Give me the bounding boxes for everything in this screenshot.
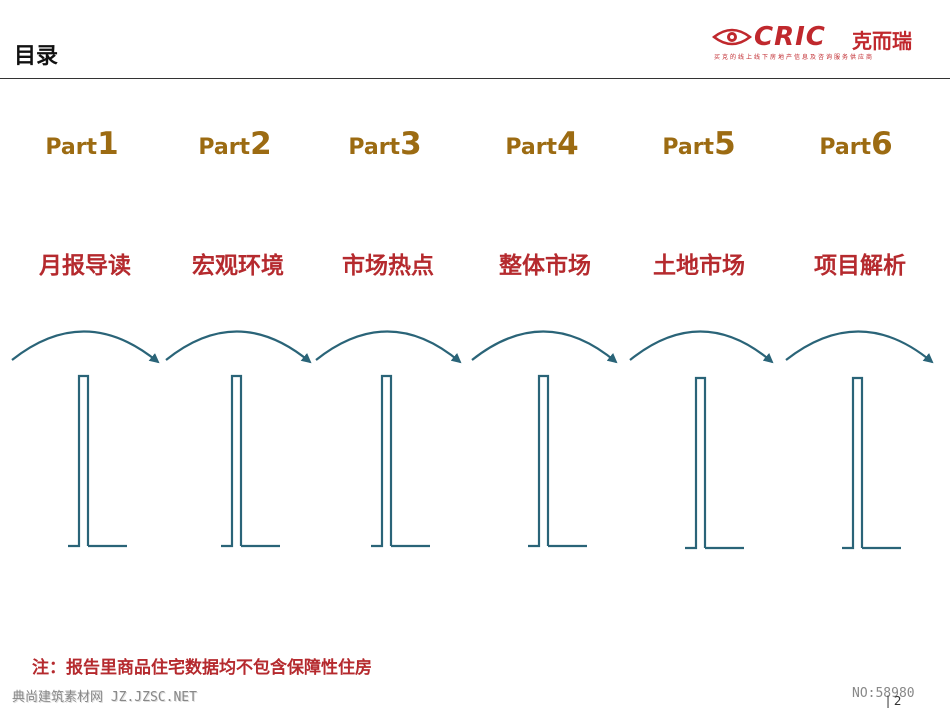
part-prefix: Part (45, 135, 98, 160)
page-number-value: 2 (893, 694, 902, 708)
part-label-6: Part6 (776, 126, 936, 162)
cric-logo: CRIC 克而瑞 买克的线上线下房地产信息及咨询服务供应商 (712, 22, 944, 62)
part-title-1: 月报导读 (39, 253, 131, 279)
arc-arrow-icon (11, 330, 160, 364)
part-number: 3 (400, 126, 422, 162)
connector-group-5 (629, 330, 774, 550)
part-title-6: 项目解析 (814, 253, 906, 279)
l-bracket-shape (221, 374, 280, 548)
logo-tagline: 买克的线上线下房地产信息及咨询服务供应商 (714, 54, 875, 61)
connector-group-3 (315, 330, 462, 548)
arc-arrow-icon (629, 330, 774, 364)
footnote: 注：报告里商品住宅数据均不包含保障性住房 (32, 658, 372, 678)
page-number: | 2 (886, 694, 902, 708)
part-title-4: 整体市场 (499, 253, 591, 279)
arc-arrow-icon (471, 330, 618, 364)
part-title-5: 土地市场 (653, 253, 745, 279)
part-prefix: Part (348, 135, 401, 160)
part-label-2: Part2 (155, 126, 315, 162)
eye-logo-icon (712, 28, 752, 46)
l-bracket-shape (371, 374, 430, 548)
arc-arrow-icon (785, 330, 934, 364)
part-label-3: Part3 (305, 126, 465, 162)
connector-group-1 (11, 330, 160, 548)
l-bracket-shape (528, 374, 587, 548)
logo-chinese-name: 克而瑞 (852, 29, 912, 53)
part-prefix: Part (505, 135, 558, 160)
header-divider (0, 78, 950, 79)
part-label-5: Part5 (619, 126, 779, 162)
part-prefix: Part (819, 135, 872, 160)
connector-group-2 (165, 330, 312, 548)
part-number: 2 (250, 126, 272, 162)
part-number: 5 (714, 126, 736, 162)
part-number: 6 (871, 126, 893, 162)
watermark-right: NO:58980 (852, 686, 915, 701)
part-label-4: Part4 (462, 126, 622, 162)
watermark-left: 典尚建筑素材网 JZ.JZSC.NET (12, 690, 197, 705)
arc-arrow-icon (165, 330, 312, 364)
part-label-1: Part1 (2, 126, 162, 162)
part-prefix: Part (198, 135, 251, 160)
logo-word: CRIC (754, 22, 826, 52)
part-number: 1 (97, 126, 119, 162)
part-connectors (11, 330, 934, 550)
part-title-3: 市场热点 (342, 253, 434, 279)
connector-group-6 (785, 330, 934, 550)
part-title-2: 宏观环境 (192, 253, 284, 279)
part-number: 4 (557, 126, 579, 162)
l-bracket-shape (842, 376, 901, 550)
arc-arrow-icon (315, 330, 462, 364)
connector-group-4 (471, 330, 618, 548)
slide-title: 目录 (14, 44, 59, 69)
part-prefix: Part (662, 135, 715, 160)
l-bracket-shape (685, 376, 744, 550)
l-bracket-shape (68, 374, 127, 548)
